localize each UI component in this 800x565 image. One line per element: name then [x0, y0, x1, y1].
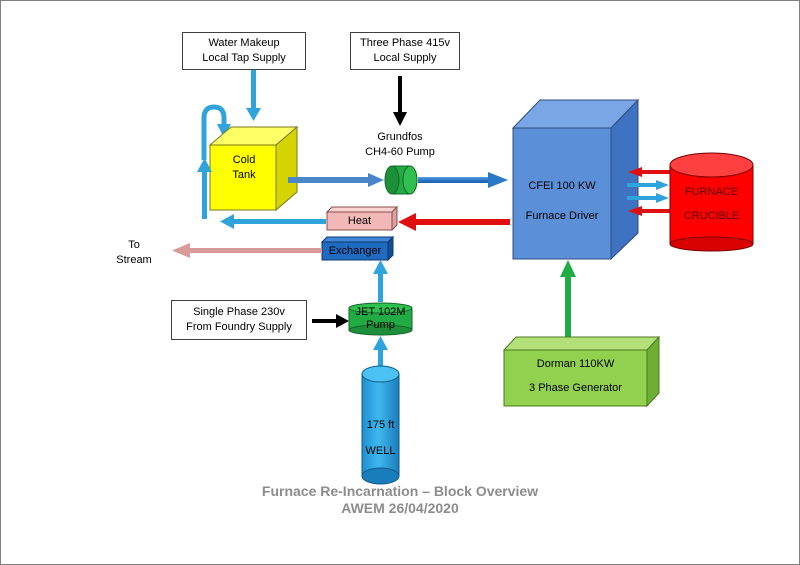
exchanger-block [320, 235, 395, 262]
dorman-label: Dorman 110KW 3 Phase Generator [504, 352, 647, 400]
cfei-label: CFEI 100 KW Furnace Driver [513, 171, 611, 231]
generator-block [502, 335, 661, 408]
to-stream-line2: Stream [116, 254, 152, 266]
to-stream-label: To Stream [112, 238, 156, 268]
jet-pump-shape [348, 302, 413, 336]
hot-return-arrow [398, 213, 510, 231]
dorman-line2: 3 Phase Generator [529, 382, 622, 394]
to-stream-line1: To [128, 239, 140, 251]
dorman-line1: Dorman 110KW [536, 358, 615, 370]
three-phase-line1: Three Phase 415v [360, 37, 450, 49]
furnace-line1: FURNACE [684, 186, 739, 198]
grundfos-pump-shape [384, 165, 418, 195]
well-label: 175 ft WELL [362, 412, 399, 464]
single-phase-line1: Single Phase 230v [193, 306, 285, 318]
three-phase-box: Three Phase 415v Local Supply [350, 32, 460, 70]
furnace-line2: CRUCIBLE [683, 210, 740, 222]
jet-pump-line2: Pump [366, 319, 395, 331]
tank-to-pump-arrow [288, 173, 384, 187]
cfei-driver-block [511, 98, 640, 261]
pump-to-driver-arrow [418, 172, 508, 188]
well-shape [361, 365, 400, 485]
water-makeup-line1: Water Makeup [208, 37, 280, 49]
generator-to-driver-arrow [560, 260, 576, 348]
water-makeup-box: Water Makeup Local Tap Supply [182, 32, 306, 70]
three-phase-line2: Local Supply [373, 52, 437, 64]
grundfos-line1: Grundfos [377, 131, 423, 143]
furnace-label: FURNACE CRUCIBLE [670, 180, 753, 228]
cfei-line2: Furnace Driver [525, 210, 599, 222]
jet-pump-label: JET 102M Pump [349, 306, 412, 332]
furnace-crucible-shape [669, 152, 754, 252]
single-phase-box: Single Phase 230v From Foundry Supply [171, 300, 307, 340]
cold-tank-label: Cold Tank [212, 153, 276, 183]
jet-to-exchanger-arrow [373, 260, 388, 302]
heat-block [325, 205, 399, 232]
exchanger-label: Exchanger [328, 245, 382, 257]
grundfos-label: Grundfos CH4-60 Pump [352, 130, 448, 160]
single-phase-power-arrow [312, 314, 349, 328]
water-makeup-arrow [246, 70, 261, 121]
diagram-title: Furnace Re-Incarnation – Block Overview [261, 483, 539, 499]
return-to-tank-arrow [197, 158, 326, 229]
water-makeup-line2: Local Tap Supply [202, 52, 286, 64]
to-stream-arrow [172, 243, 322, 258]
cfei-line1: CFEI 100 KW [528, 180, 596, 192]
well-line2: WELL [365, 445, 396, 457]
driver-furnace-arrows [627, 167, 670, 216]
three-phase-power-arrow [393, 76, 407, 126]
tank-loop-arrow [201, 104, 231, 160]
single-phase-line2: From Foundry Supply [186, 321, 292, 333]
well-line1: 175 ft [366, 419, 395, 431]
heat-label: Heat [347, 215, 372, 227]
diagram-subtitle: AWEM 26/04/2020 [341, 500, 459, 516]
well-to-pump-arrow [373, 336, 388, 372]
cold-tank-block [208, 125, 299, 212]
cold-tank-line1: Cold [232, 154, 256, 166]
jet-pump-line1: JET 102M [355, 306, 406, 318]
grundfos-line2: CH4-60 Pump [365, 146, 435, 158]
cold-tank-line2: Tank [232, 169, 256, 181]
